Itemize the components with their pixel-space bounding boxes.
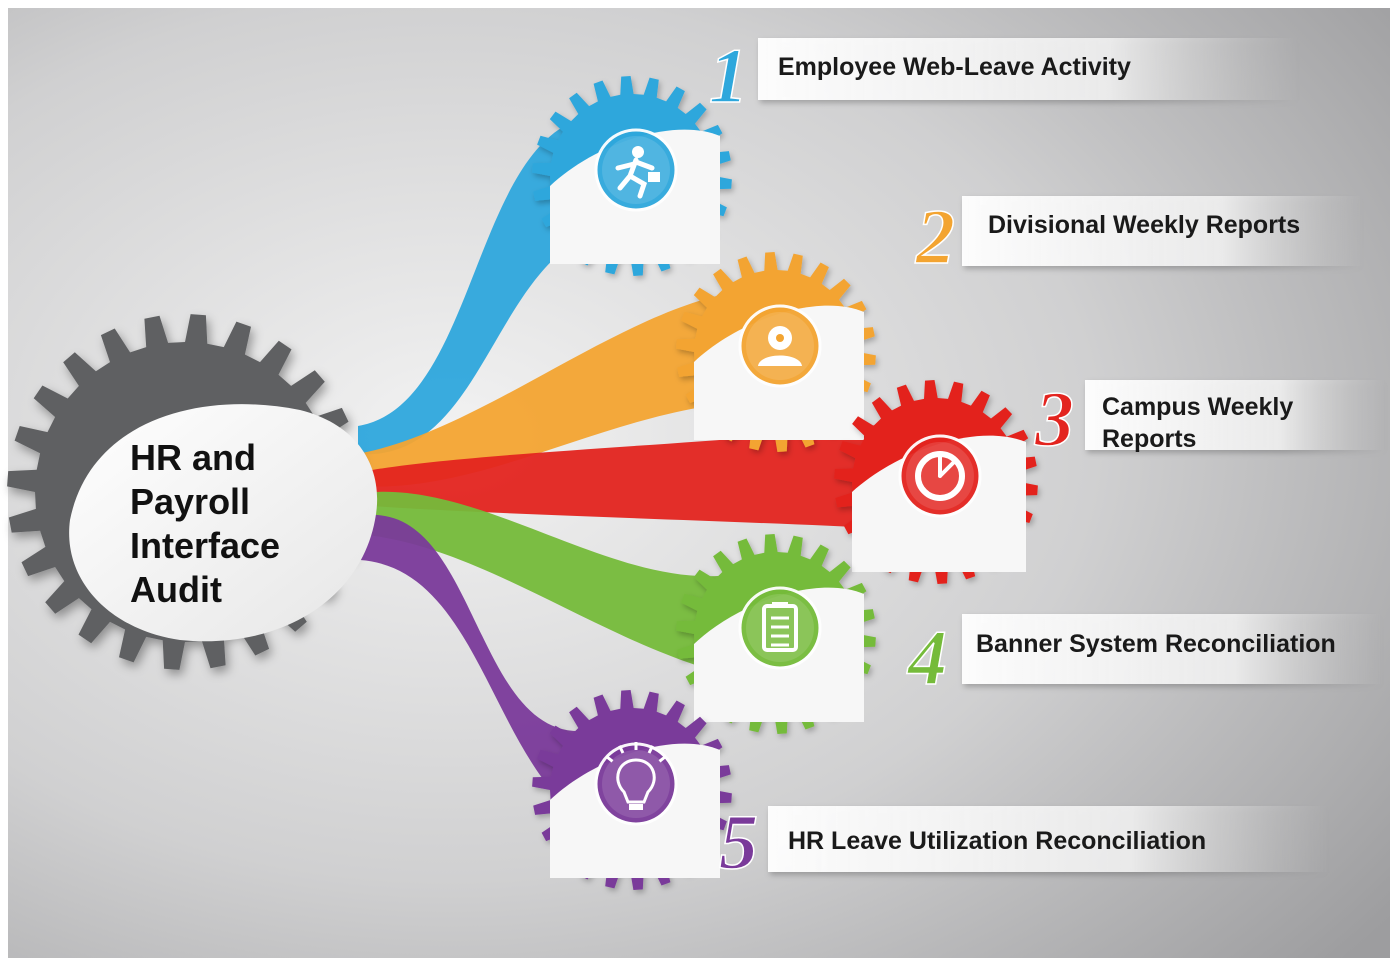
main-gear-face: [69, 404, 378, 642]
step-number: 2: [915, 193, 955, 280]
step-label: Banner System Reconciliation: [976, 630, 1336, 658]
center-title-line: HR and: [130, 437, 256, 478]
person-pin-icon: [738, 304, 822, 388]
step-gear-1: [532, 76, 732, 276]
step-banner: [962, 196, 1362, 266]
step-number: 4: [906, 614, 947, 701]
ribbon-4: [356, 491, 786, 684]
step-1: 1 Employee Web-Leave Activity: [708, 31, 1298, 120]
ribbon-3: [372, 422, 946, 532]
step-label-line: Campus Weekly: [1102, 393, 1293, 421]
step-number: 1: [709, 32, 748, 119]
clipboard-icon: [738, 586, 822, 670]
step-label-line: Reports: [1102, 425, 1196, 453]
step-gear-2: [676, 252, 876, 452]
step-label: HR Leave Utilization Reconciliation: [788, 827, 1206, 855]
step-label: Employee Web-Leave Activity: [778, 53, 1131, 81]
step-number: 5: [719, 798, 758, 885]
step-gear-4: [676, 534, 876, 734]
step-5: 5 HR Leave Utilization Reconciliation: [718, 797, 1328, 886]
center-title-line: Payroll: [130, 481, 250, 522]
step-banner: [962, 614, 1382, 684]
step-label-line: HR Leave Utilization Reconciliation: [788, 827, 1206, 855]
lightbulb-icon: [594, 742, 678, 826]
center-title: HR and Payroll Interface Audit: [130, 437, 290, 610]
step-banner: [768, 806, 1328, 872]
step-banner: [1085, 380, 1385, 450]
step-4: 4 Banner System Reconciliation: [905, 613, 1382, 702]
center-title-line: Interface: [130, 525, 280, 566]
center-title-line: Audit: [130, 569, 222, 610]
clock-icon: [898, 434, 982, 518]
step-number: 3: [1034, 375, 1074, 462]
step-label-line: Divisional Weekly Reports: [988, 211, 1300, 239]
step-label-line: Banner System Reconciliation: [976, 630, 1336, 658]
step-label-line: Employee Web-Leave Activity: [778, 53, 1131, 81]
step-2: 2 Divisional Weekly Reports: [914, 192, 1362, 281]
step-banner: [758, 38, 1298, 100]
step-banners: 1 Employee Web-Leave Activity 2 Divisional …: [708, 31, 1385, 886]
main-gear: [7, 314, 378, 670]
running-person-icon: [594, 128, 678, 212]
step-gear-5: [532, 690, 732, 890]
step-label: Divisional Weekly Reports: [988, 211, 1300, 239]
step-gear-3: [834, 380, 1038, 584]
step-gears: [532, 76, 1038, 890]
